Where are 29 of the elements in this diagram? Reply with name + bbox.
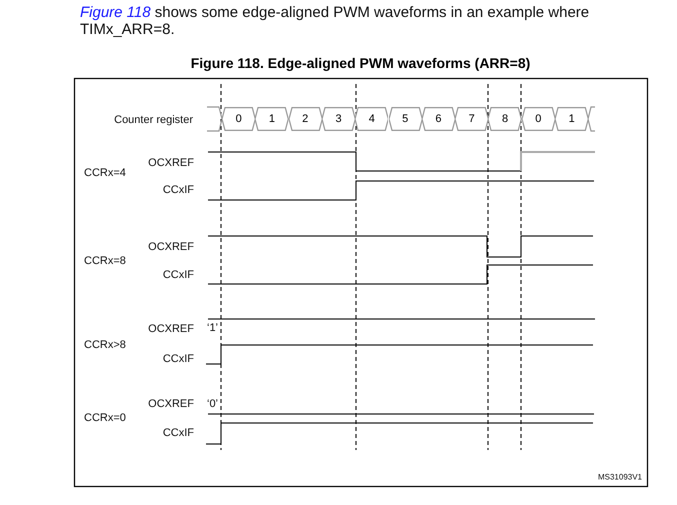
- signal-name: CCxIF: [162, 353, 194, 365]
- counter-value-cell: 0: [522, 107, 555, 131]
- counter-value-cell: 2: [288, 107, 322, 131]
- figure-title: Figure 118. Edge-aligned PWM waveforms (ARR=8): [190, 55, 532, 71]
- signal-name: OCXREF: [148, 323, 194, 335]
- signal-name: OCXREF: [148, 241, 194, 253]
- counter-value-cell: 0: [222, 107, 256, 131]
- signal-name: OCXREF: [148, 157, 194, 169]
- row-label: Counter register: [114, 114, 193, 126]
- counter-value-cell: 6: [422, 107, 456, 131]
- counter-value-cell: 1: [555, 107, 588, 131]
- condition-label: CCRx=4: [84, 167, 126, 179]
- signal-name: OCXREF: [148, 398, 194, 410]
- intro-sentence: Figure 118 shows some edge-aligned PWM waveforms in an example where TIMx_ARR=8.: [80, 4, 590, 38]
- level-value: ‘1’: [207, 322, 218, 334]
- signal-name: CCxIF: [162, 269, 194, 281]
- document-code: MS31093V1: [598, 472, 642, 482]
- counter-value-cell: 7: [455, 107, 488, 131]
- counter-value-cell: 8: [488, 107, 522, 131]
- condition-label: CCRx>8: [84, 339, 126, 351]
- level-value: ‘0’: [207, 398, 218, 410]
- counter-value-cell: 5: [388, 107, 422, 131]
- condition-label: CCRx=8: [84, 255, 126, 267]
- counter-value-cell: 3: [322, 107, 356, 131]
- condition-label: CCRx=0: [84, 412, 126, 424]
- counter-value-cell: 4: [355, 107, 388, 131]
- counter-value-cell: 1: [255, 107, 289, 131]
- signal-name: CCxIF: [162, 184, 194, 196]
- signal-name: CCxIF: [162, 427, 194, 439]
